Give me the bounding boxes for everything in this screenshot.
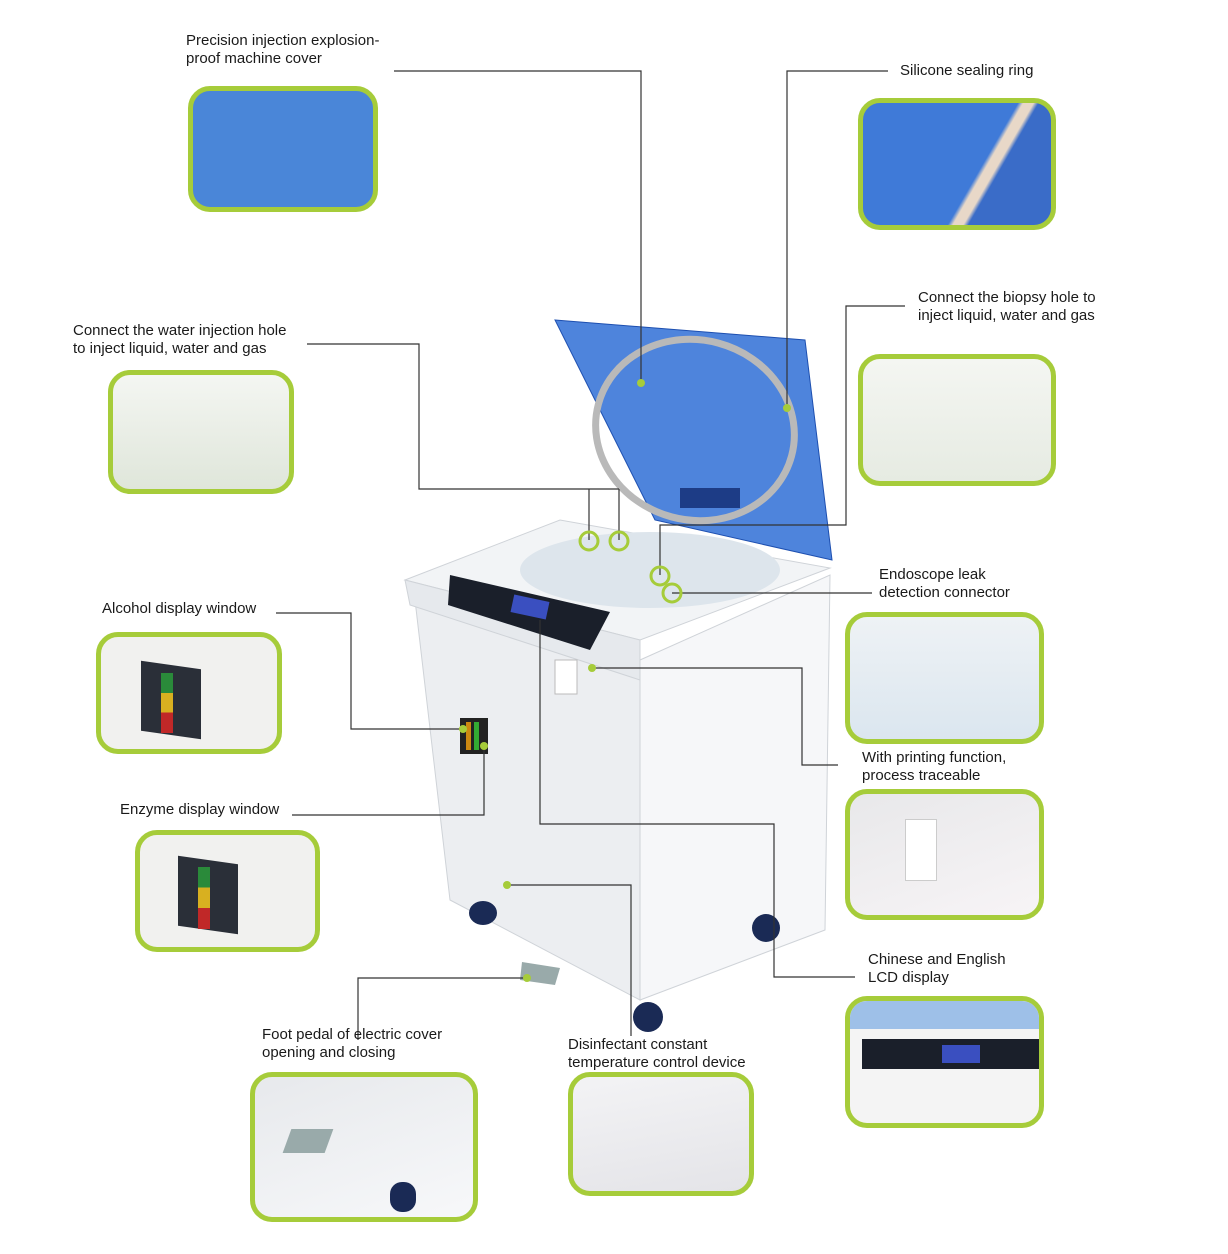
leader-lines — [276, 70, 905, 1040]
sealing-ring — [592, 335, 798, 525]
label-leak: Endoscope leak detection connector — [879, 566, 1010, 601]
photo-cover — [188, 86, 378, 212]
photo-water — [108, 370, 294, 494]
label-enzyme: Enzyme display window — [120, 801, 280, 818]
level-indicator — [198, 867, 210, 929]
label-seal: Silicone sealing ring — [900, 62, 1034, 79]
callout-rings — [578, 530, 683, 604]
foot-pedal — [282, 1129, 334, 1153]
label-pedal: Foot pedal of electric cover opening and… — [262, 1026, 443, 1061]
wheel — [752, 914, 780, 942]
photo-printing — [845, 789, 1044, 920]
wheel — [633, 1002, 663, 1032]
photo-leak — [845, 612, 1044, 744]
printer-paper — [554, 659, 578, 695]
machine — [403, 319, 833, 1032]
label-alcohol: Alcohol display window — [102, 600, 257, 617]
photo-enzyme — [135, 830, 320, 952]
photo-alcohol — [96, 632, 282, 754]
photo-pedal — [250, 1072, 478, 1222]
label-biopsy: Connect the biopsy hole to inject liquid… — [918, 289, 1096, 324]
photo-lcd — [845, 996, 1044, 1128]
label-cover: Precision injection explosion- proof mac… — [186, 32, 380, 67]
label-lcd: Chinese and English LCD display — [868, 951, 1006, 986]
photo-heater — [568, 1072, 754, 1196]
lcd-screen — [942, 1045, 980, 1063]
callout-dots — [459, 379, 791, 982]
level-indicator — [161, 673, 173, 733]
printer-paper — [905, 819, 937, 881]
wheel — [390, 1182, 416, 1212]
label-heater: Disinfectant constant temperature contro… — [568, 1036, 746, 1071]
photo-seal — [858, 98, 1056, 230]
lid-edge — [850, 1001, 1039, 1029]
label-water: Connect the water injection hole to inje… — [73, 322, 287, 357]
label-printing: With printing function, process traceabl… — [862, 749, 1007, 784]
wheel — [469, 901, 497, 925]
lcd-screen — [510, 594, 550, 620]
photo-biopsy — [858, 354, 1056, 486]
